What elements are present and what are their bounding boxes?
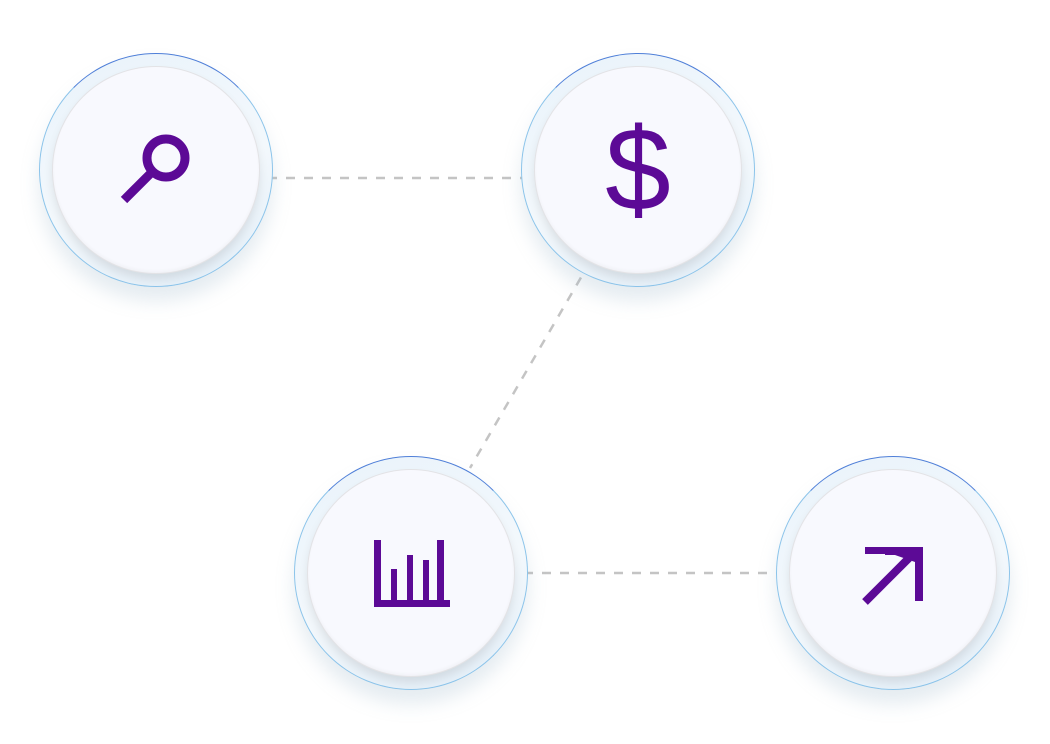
connector-dollar-chart	[468, 261, 592, 469]
node-search	[39, 53, 273, 287]
node-chart	[294, 456, 528, 690]
node-dollar: $	[521, 53, 755, 287]
magnifier-icon	[120, 134, 190, 204]
node-arrow	[776, 456, 1010, 690]
node-face	[53, 67, 259, 273]
node-face	[790, 470, 996, 676]
arrow-up-right-icon	[862, 547, 923, 605]
bar-chart-icon	[374, 540, 450, 607]
node-face	[308, 470, 514, 676]
dollar-glyph: $	[605, 110, 671, 230]
node-face: $	[535, 67, 741, 273]
dollar-sign-icon: $	[605, 110, 671, 230]
